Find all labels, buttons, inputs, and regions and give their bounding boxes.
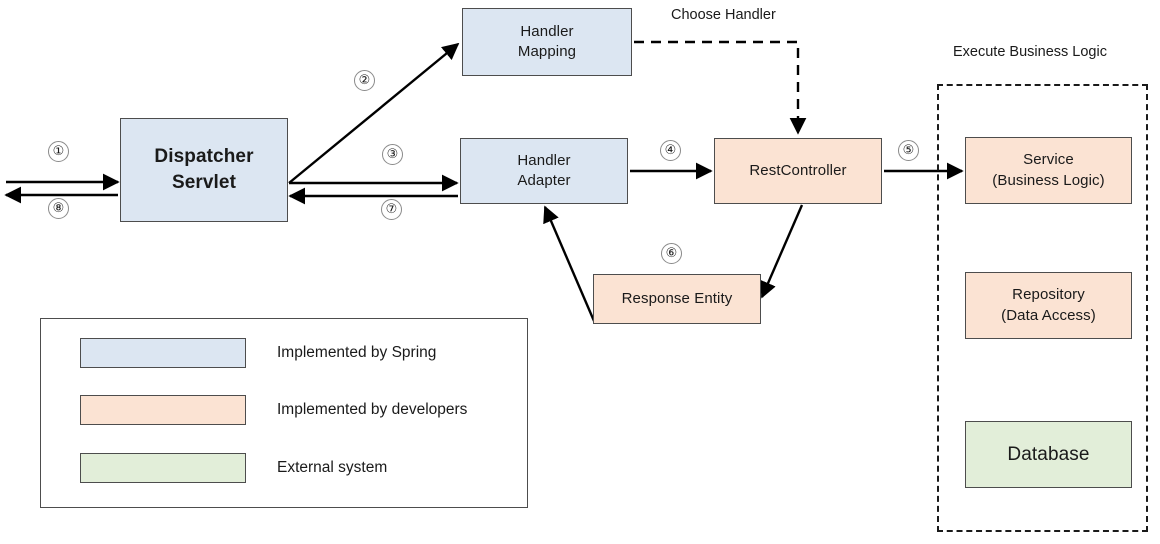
node-dispatcher-servlet[interactable]: Dispatcher Servlet [120,118,288,222]
node-handler-adapter-label: Handler Adapter [517,151,570,192]
business-logic-group [937,84,1148,532]
dashed-choose-handler [634,40,807,135]
node-restcontroller-label: RestController [749,161,847,179]
caption-choose-handler: Choose Handler [671,7,776,23]
legend-label-developer: Implemented by developers [277,401,468,418]
node-response-entity[interactable]: Response Entity [593,274,761,324]
step-badge-8: ⑧ [48,198,69,219]
step-badge-6: ⑥ [661,243,682,264]
node-label-line2: (Business Logic) [992,171,1105,189]
node-label-line1: Repository [1012,286,1085,304]
legend-swatch-developer [80,395,246,425]
node-repository-label: Repository (Data Access) [1001,285,1096,326]
node-response-entity-label: Response Entity [621,289,733,307]
node-label-line2: Servlet [171,172,237,193]
node-service[interactable]: Service (Business Logic) [965,137,1132,204]
arrow-dispatcher-to-handler-mapping [288,42,460,184]
node-label-line1: Handler [517,151,571,169]
node-label-line2: (Data Access) [1001,306,1096,324]
step-badge-3: ③ [382,144,403,165]
node-label-line2: Adapter [517,172,571,189]
node-dispatcher-servlet-label: Dispatcher Servlet [154,144,253,195]
legend-label-spring: Implemented by Spring [277,344,437,361]
node-handler-adapter[interactable]: Handler Adapter [460,138,628,204]
arrow-restcontroller-to-response-entity [760,204,804,299]
node-service-label: Service (Business Logic) [992,150,1104,191]
legend-swatch-external [80,453,246,483]
step-badge-7: ⑦ [381,199,402,220]
node-label-line1: Handler [520,22,574,40]
caption-execute-business-logic: Execute Business Logic [953,44,1107,60]
node-handler-mapping-label: Handler Mapping [518,22,576,63]
node-handler-mapping[interactable]: Handler Mapping [462,8,632,76]
node-repository[interactable]: Repository (Data Access) [965,272,1132,339]
step-badge-5: ⑤ [898,140,919,161]
legend-swatch-spring [80,338,246,368]
step-badge-4: ④ [660,140,681,161]
step-badge-2: ② [354,70,375,91]
node-label-line2: Mapping [517,43,577,60]
node-database-label: Database [1007,443,1090,465]
step-badge-1: ① [48,141,69,162]
arrow-response-entity-to-handler-adapter [543,205,596,322]
legend-label-external: External system [277,459,388,476]
node-database[interactable]: Database [965,421,1132,488]
node-restcontroller[interactable]: RestController [714,138,882,204]
node-label-line1: Service [1023,151,1074,169]
node-label-line1: Dispatcher [154,146,254,168]
